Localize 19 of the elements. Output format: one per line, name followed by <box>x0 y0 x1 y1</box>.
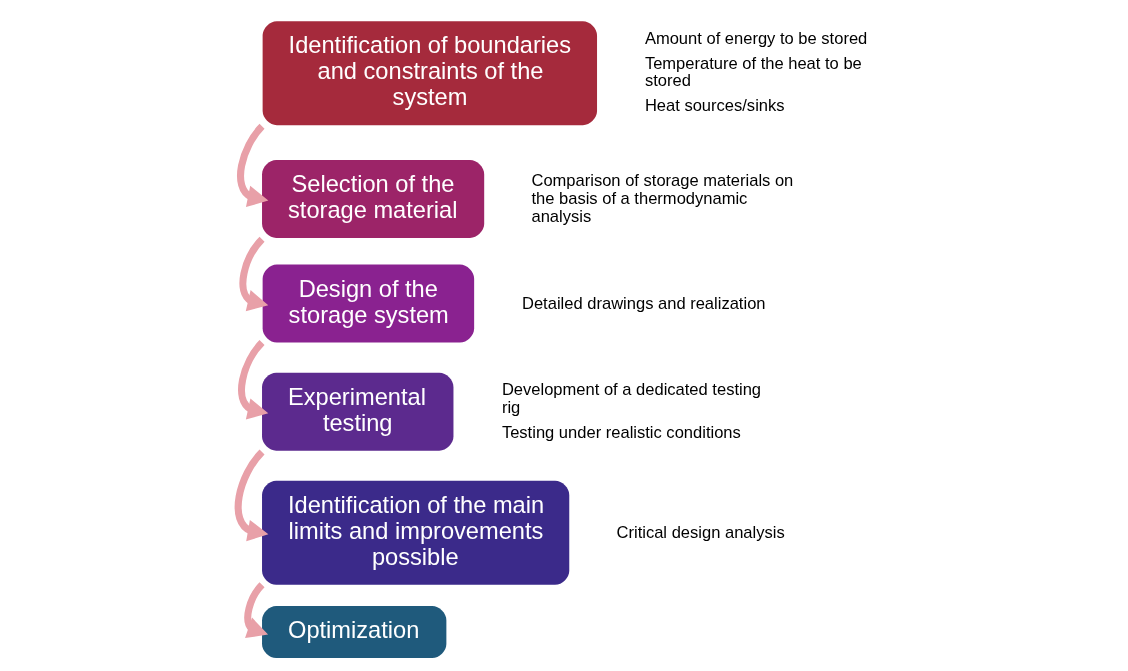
node-label: Heat sources/sinks <box>644 96 785 116</box>
node-box: Experimental testing <box>261 372 453 451</box>
node-label: Testing under realistic conditions <box>501 422 741 442</box>
node-label: Development of a dedicated testing rig <box>501 380 761 418</box>
node-box: Optimization <box>261 606 446 659</box>
arrow <box>234 449 268 542</box>
node-label: Amount of energy to be stored <box>644 28 867 48</box>
node-label: Critical design analysis <box>616 522 785 542</box>
arrow <box>237 340 268 420</box>
node-box: Selection of the storage material <box>261 160 484 238</box>
arrow <box>238 236 268 312</box>
node-box: Identification of the main limits and improvements possible <box>261 480 569 585</box>
arrow <box>243 582 268 639</box>
node-label: Temperature of the heat to be stored <box>644 53 862 91</box>
node-label: Comparison of storage materials on the basis of a thermodynamic analysis <box>530 171 793 226</box>
arrow <box>236 124 268 208</box>
node-box: Design of the storage system <box>262 264 474 343</box>
node-label: Detailed drawings and realization <box>521 293 766 313</box>
node-box: Identification of boundaries and constraints of the system <box>262 21 597 126</box>
